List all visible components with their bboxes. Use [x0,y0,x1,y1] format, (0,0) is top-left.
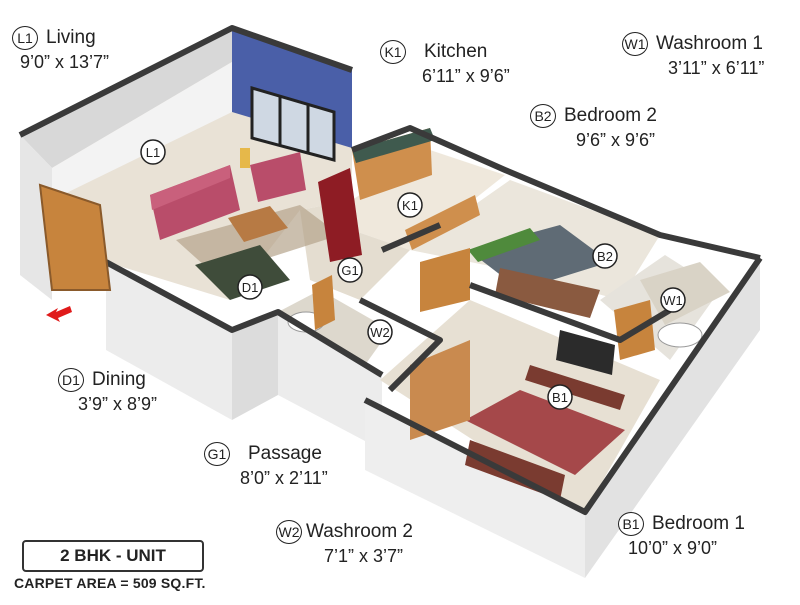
kitchen-code-badge: K1 [380,40,406,64]
legend-dining: D1 Dining 3’9” x 8’9” [58,368,157,415]
bedroom-2-code-badge: B2 [530,104,556,128]
living-code-badge: L1 [12,26,38,50]
living-dims: 9’0” x 13’7” [20,52,110,72]
entry-arrow-icon [46,306,72,322]
legend-living: L1 Living 9’0” x 13’7” [12,26,109,73]
tag-k1: K1 [397,192,423,218]
passage-name: Passage [248,443,322,464]
bedroom-1-furniture [410,330,625,500]
svg-text:W2: W2 [370,325,390,340]
svg-text:D1: D1 [242,280,259,295]
entrance-door [38,183,112,291]
bedroom-2-name: Bedroom 2 [564,105,657,126]
legend-bedroom-2: B2 Bedroom 2 9’6” x 9’6” [530,104,657,151]
unit-type-box: 2 BHK - UNIT [22,540,204,572]
tag-b2: B2 [592,243,618,269]
tag-l1: L1 [140,139,166,165]
kitchen-name: Kitchen [424,41,488,62]
living-back-wall [52,62,232,200]
legend-kitchen: K1 Kitchen 6’11” x 9’6” [380,40,510,87]
washroom-1-name: Washroom 1 [656,33,763,54]
svg-text:W1: W1 [663,293,683,308]
living-name: Living [46,27,96,48]
living-furniture [150,148,340,300]
tag-b1: B1 [547,384,573,410]
dining-code-badge: D1 [58,368,84,392]
svg-text:K1: K1 [402,198,418,213]
tag-w1: W1 [660,287,686,313]
washroom-2-code-badge: W2 [276,520,302,544]
tag-d1: D1 [237,274,263,300]
bedroom-2-dims: 9’6” x 9’6” [576,130,656,150]
legend-passage: G1 Passage 8’0” x 2’11” [204,442,328,489]
bedroom-1-name: Bedroom 1 [652,513,745,534]
washroom-2-name: Washroom 2 [306,521,413,542]
kitchen-dims: 6’11” x 9’6” [422,66,510,86]
svg-text:G1: G1 [341,263,358,278]
tag-w2: W2 [367,319,393,345]
living-window [250,85,336,162]
dining-name: Dining [92,369,146,390]
wall-tops [18,25,763,515]
passage-dims: 8’0” x 2’11” [240,468,328,488]
kitchen-furniture [318,128,480,262]
bedroom-2-furniture [420,225,610,318]
bedroom-1-code-badge: B1 [618,512,644,536]
svg-text:B2: B2 [597,249,613,264]
in-plan-tags: L1 K1 B2 W1 G1 D1 W2 B1 [140,139,686,410]
tag-g1: G1 [337,257,363,283]
legend-washroom-1: W1 Washroom 1 3’11” x 6’11” [622,32,764,79]
carpet-area: CARPET AREA = 509 SQ.FT. [14,575,206,591]
svg-text:B1: B1 [552,390,568,405]
washroom-1-code-badge: W1 [622,32,648,56]
washroom-1-dims: 3’11” x 6’11” [668,58,765,78]
washroom-2-dims: 7’1” x 3’7” [324,546,404,566]
svg-text:L1: L1 [146,145,160,160]
legend-bedroom-1: B1 Bedroom 1 10’0” x 9’0” [618,512,745,559]
bedroom-1-dims: 10’0” x 9’0” [628,538,718,558]
dining-dims: 3’9” x 8’9” [78,394,158,414]
passage-code-badge: G1 [204,442,230,466]
exterior-walls [20,28,760,578]
